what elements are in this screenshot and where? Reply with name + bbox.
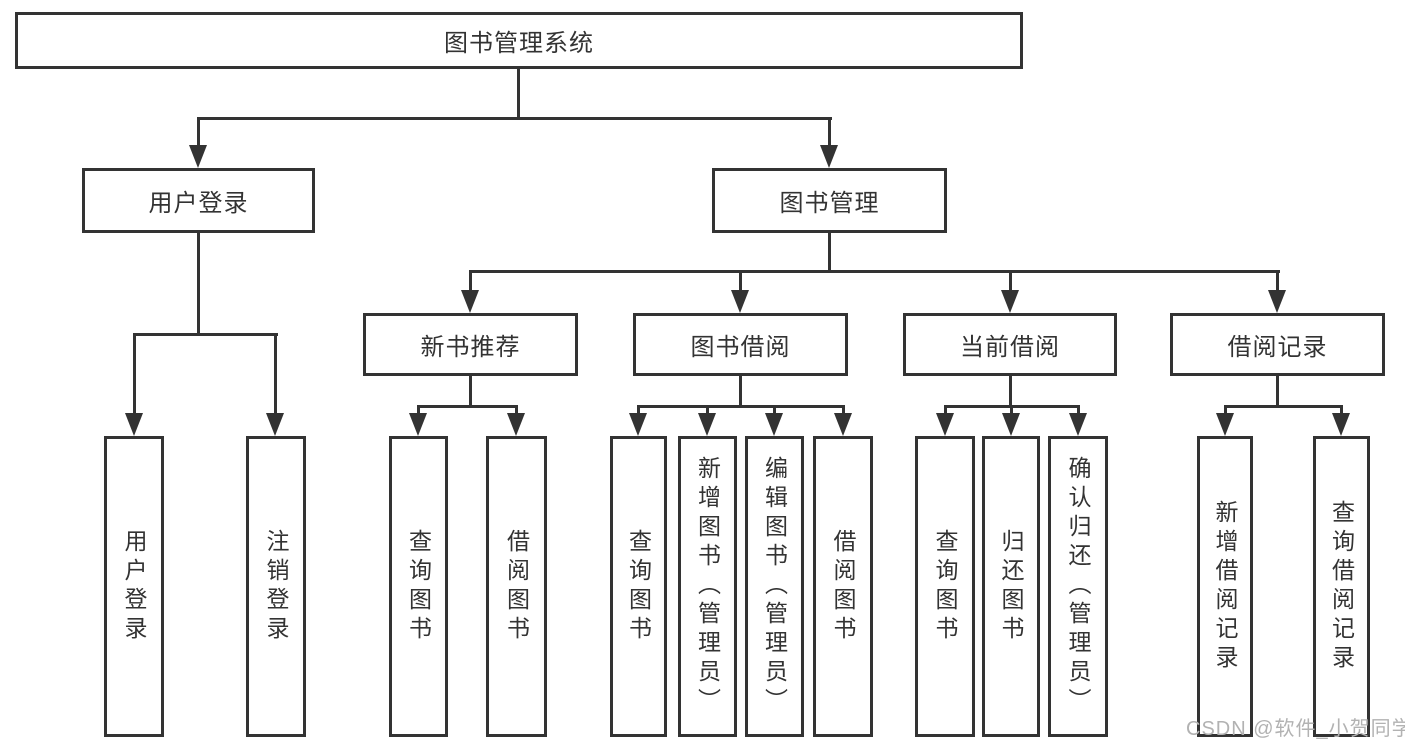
node-label: 编辑图书（管理员） bbox=[761, 456, 788, 717]
node-book-borrowing: 图书借阅 bbox=[633, 313, 848, 376]
node-leaf-add-borrow-record: 新增借阅记录 bbox=[1197, 436, 1253, 737]
connector-line bbox=[637, 405, 845, 408]
arrow-down-icon bbox=[1332, 413, 1350, 436]
connector-line bbox=[417, 405, 518, 408]
node-leaf-add-books-admin: 新增图书（管理员） bbox=[678, 436, 737, 737]
arrow-down-icon bbox=[1001, 290, 1019, 313]
connector-line bbox=[828, 117, 831, 146]
connector-line bbox=[1224, 405, 1227, 415]
node-label: 查询借阅记录 bbox=[1328, 499, 1355, 674]
node-borrowing-records: 借阅记录 bbox=[1170, 313, 1385, 376]
watermark: CSDN @软件_小贺同学 bbox=[1186, 718, 1405, 740]
arrow-down-icon bbox=[936, 413, 954, 436]
arrow-down-icon bbox=[266, 413, 284, 436]
arrow-down-icon bbox=[1002, 413, 1020, 436]
connector-line bbox=[517, 69, 520, 118]
node-label: 新书推荐 bbox=[420, 334, 521, 361]
arrow-down-icon bbox=[409, 413, 427, 436]
node-leaf-return-books: 归还图书 bbox=[982, 436, 1040, 737]
node-label: 用户登录 bbox=[121, 528, 147, 645]
node-label: 新增图书（管理员） bbox=[694, 456, 721, 717]
arrow-down-icon bbox=[834, 413, 852, 436]
connector-line bbox=[274, 333, 277, 414]
arrow-down-icon bbox=[698, 413, 716, 436]
arrow-down-icon bbox=[1268, 290, 1286, 313]
connector-line bbox=[133, 333, 136, 414]
connector-line bbox=[637, 405, 640, 415]
node-label: 归还图书 bbox=[998, 528, 1024, 645]
node-label: 借阅图书 bbox=[503, 528, 530, 645]
arrow-down-icon bbox=[189, 145, 207, 168]
arrow-down-icon bbox=[125, 413, 143, 436]
node-leaf-query-books: 查询图书 bbox=[915, 436, 975, 737]
node-leaf-logout: 注销登录 bbox=[246, 436, 306, 737]
node-label: 借阅记录 bbox=[1227, 334, 1328, 361]
arrow-down-icon bbox=[1216, 413, 1234, 436]
connector-line bbox=[1009, 376, 1012, 408]
connector-line bbox=[469, 376, 472, 408]
connector-line bbox=[842, 405, 845, 415]
connector-line bbox=[739, 270, 742, 291]
arrow-down-icon bbox=[1069, 413, 1087, 436]
node-label: 用户登录 bbox=[148, 190, 249, 217]
connector-line bbox=[1340, 405, 1343, 415]
node-leaf-query-books: 查询图书 bbox=[389, 436, 448, 737]
connector-line bbox=[1010, 405, 1013, 415]
arrow-down-icon bbox=[507, 413, 525, 436]
node-label: 借阅图书 bbox=[830, 528, 856, 645]
node-label: 确认归还（管理员） bbox=[1065, 456, 1091, 717]
connector-line bbox=[1276, 376, 1279, 408]
connector-line bbox=[469, 270, 472, 291]
connector-line bbox=[515, 405, 518, 415]
connector-line bbox=[469, 270, 1280, 273]
arrow-down-icon bbox=[820, 145, 838, 168]
node-leaf-borrow-books: 借阅图书 bbox=[813, 436, 873, 737]
node-current-borrowing: 当前借阅 bbox=[903, 313, 1117, 376]
node-leaf-edit-books-admin: 编辑图书（管理员） bbox=[745, 436, 804, 737]
node-leaf-confirm-return-admin: 确认归还（管理员） bbox=[1048, 436, 1108, 737]
arrow-down-icon bbox=[731, 290, 749, 313]
node-leaf-query-books: 查询图书 bbox=[610, 436, 667, 737]
node-label: 图书借阅 bbox=[690, 334, 791, 361]
node-label: 查询图书 bbox=[625, 528, 652, 645]
connector-line bbox=[197, 233, 200, 336]
node-leaf-borrow-books: 借阅图书 bbox=[486, 436, 547, 737]
connector-line bbox=[1224, 405, 1343, 408]
connector-line bbox=[1077, 405, 1080, 415]
connector-line bbox=[1009, 270, 1012, 291]
node-leaf-user-login: 用户登录 bbox=[104, 436, 164, 737]
node-leaf-query-borrow-record: 查询借阅记录 bbox=[1313, 436, 1370, 737]
connector-line bbox=[1276, 270, 1279, 291]
node-label: 图书管理系统 bbox=[444, 30, 594, 57]
node-new-book-recommend: 新书推荐 bbox=[363, 313, 578, 376]
node-label: 新增借阅记录 bbox=[1212, 499, 1238, 674]
connector-line bbox=[773, 405, 776, 415]
connector-line bbox=[944, 405, 947, 415]
connector-line bbox=[706, 405, 709, 415]
node-label: 图书管理 bbox=[779, 190, 880, 217]
node-library-management-system: 图书管理系统 bbox=[15, 12, 1023, 69]
node-label: 查询图书 bbox=[405, 528, 432, 645]
connector-line bbox=[417, 405, 420, 415]
arrow-down-icon bbox=[461, 290, 479, 313]
connector-line bbox=[133, 333, 278, 336]
node-book-management: 图书管理 bbox=[712, 168, 947, 233]
connector-line bbox=[197, 117, 200, 146]
connector-line bbox=[197, 117, 832, 120]
arrow-down-icon bbox=[629, 413, 647, 436]
node-label: 当前借阅 bbox=[960, 334, 1060, 361]
node-label: 查询图书 bbox=[932, 528, 958, 645]
connector-line bbox=[739, 376, 742, 408]
node-label: 注销登录 bbox=[263, 528, 289, 645]
connector-line bbox=[828, 233, 831, 273]
node-user-login: 用户登录 bbox=[82, 168, 315, 233]
arrow-down-icon bbox=[765, 413, 783, 436]
